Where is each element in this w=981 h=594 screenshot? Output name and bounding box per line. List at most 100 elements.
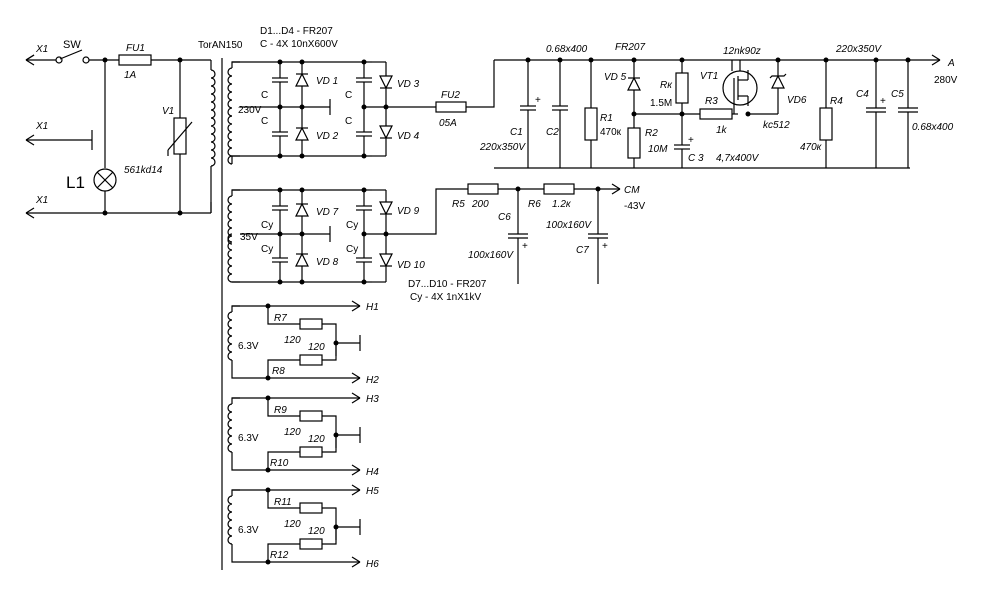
r9-label: R9 [274,405,287,416]
h2-label: H2 [366,375,379,386]
vd5-label: VD 5 [604,72,627,83]
r3-value: 1k [716,125,728,136]
diode-vd10 [379,253,393,268]
vd5-type: FR207 [615,42,645,53]
c2-label: C2 [546,127,559,138]
vd7-label: VD 7 [316,207,339,218]
h5-label: H5 [366,486,379,497]
diode-vd7 [295,202,309,217]
out-cm-label: CM [624,185,640,196]
resistor-rk [675,72,689,104]
vt1-label: VT1 [700,71,718,82]
vd3-label: VD 3 [397,79,420,90]
vd8-label: VD 8 [316,257,339,268]
resistor-r4 [819,107,833,141]
c4-label: C4 [856,89,869,100]
cy-label: Cy [346,220,358,231]
x1-mid-label: X1 [35,121,48,132]
resistor-r3 [699,108,733,120]
cy-label: Cy [261,220,273,231]
r1-value: 470к [600,127,622,138]
bridge-35v: 35V Cy Cy VD 7 VD 8 [227,183,645,303]
c5-label: C5 [891,89,904,100]
r11-label: R11 [274,497,292,508]
r12-value: 120 [308,526,325,537]
vd4-label: VD 4 [397,131,420,142]
hv-filter-section: A 280V + C1 220x350V C2 0.68x400 R1 470к… [479,42,958,169]
zener-vd6 [771,74,785,89]
resistor-r12 [299,538,323,550]
c4c5-value: 220x350V [835,44,882,55]
r8-value: 120 [308,342,325,353]
c-label: C [345,116,352,127]
resistor-r1 [584,107,598,141]
diode-vd3 [379,75,393,90]
c1-label: C1 [510,127,523,138]
v1-label: V1 [162,106,174,117]
bridge1-note2: C - 4X 10nX600V [260,39,338,50]
resistor-r10 [299,446,323,458]
r1-label: R1 [600,113,613,124]
r3-label: R3 [705,96,718,107]
switch-contact [55,56,63,64]
rk-value: 1.5M [650,98,672,109]
c5-value: 0.68x400 [912,122,954,133]
r5-value: 200 [471,199,489,210]
heater-winding-1: 6.3V R7 120 120 R8 H1 H2 [227,300,379,386]
bridge-230v: D1...D4 - FR207 C - 4X 10nX600V 230V C C… [227,26,495,165]
r2-label: R2 [645,128,658,139]
mosfet-vt1 [722,70,758,106]
l1-label: L1 [66,173,85,192]
vd6-type: kc512 [763,120,790,131]
resistor-r11 [299,502,323,514]
out-a-voltage: 280V [934,75,958,86]
diode-vd9 [379,201,393,216]
r9-value: 120 [284,427,301,438]
h3-label: H3 [366,394,379,405]
transformer-label: TorAN150 [198,40,243,51]
r11-value: 120 [284,519,301,530]
c7-label: C7 [576,245,589,256]
r12-label: R12 [270,550,289,561]
bridge2-note2: Cy - 4X 1nX1kV [410,292,481,303]
vt1-type: 12nk90z [723,46,761,57]
fuse-fu1 [118,54,152,66]
vd6-label: VD6 [787,95,807,106]
heater-winding-2: 6.3V R9 120 120 R10 H3 H4 [227,392,379,478]
c7-plus: + [602,241,608,252]
switch-sw [59,49,83,60]
c1-plus: + [535,95,541,106]
fuse-fu2 [435,101,467,113]
h4-label: H4 [366,467,379,478]
vd1-label: VD 1 [316,76,338,87]
cy-label: Cy [346,244,358,255]
c-label: C [261,90,268,101]
out-cm-voltage: -43V [624,201,645,212]
diode-vd5 [627,76,641,91]
vd10-label: VD 10 [397,260,425,271]
r5-label: R5 [452,199,465,210]
c3-plus: + [688,135,694,146]
diode-vd1 [295,72,309,87]
c-label: C [345,90,352,101]
sw-label: SW [63,39,81,51]
bridge2-note1: D7...D10 - FR207 [408,279,487,290]
r2-value: 10M [648,144,668,155]
c6-label: C6 [498,212,511,223]
h2-voltage: 6.3V [238,433,259,444]
h1-label: H1 [366,302,379,313]
v1-value: 561kd14 [124,165,163,176]
h1-voltage: 6.3V [238,341,259,352]
c1-value: 220x350V [479,142,526,153]
c3-label: C 3 [688,153,704,164]
cy-label: Cy [261,244,273,255]
c6-value: 100x160V [468,250,514,261]
mains-input-section: X1 SW FU1 1A L1 X1 X1 V [25,39,243,219]
fu2-value: 05A [439,118,457,129]
r7-label: R7 [274,313,287,324]
fu1-value: 1A [124,70,137,81]
c2-value: 0.68x400 [546,44,588,55]
heater-winding-3: 6.3V R11 120 120 R12 H5 H6 [227,484,379,570]
r6-label: R6 [528,199,541,210]
